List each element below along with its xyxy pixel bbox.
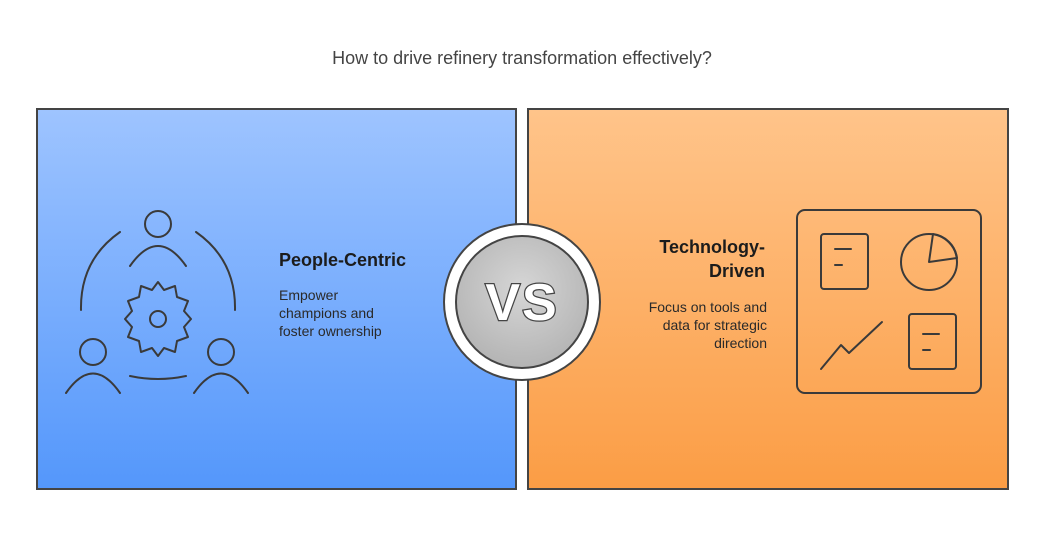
description-line: Focus on tools and — [648, 299, 767, 315]
description-line: Empower — [279, 287, 339, 303]
title-line: Driven — [708, 261, 765, 281]
vs-circle-icon: VS — [443, 223, 601, 381]
vs-label: VS — [485, 274, 558, 332]
people-centric-description: Empower champions and foster ownership — [279, 286, 409, 340]
people-centric-title: People-Centric — [279, 250, 407, 270]
people-gear-icon — [65, 210, 249, 394]
diagram-title: How to drive refinery transformation eff… — [332, 48, 712, 68]
description-line: data for strategic — [662, 317, 767, 333]
technology-driven-panel: Technology- Driven Focus on tools and da… — [527, 108, 1009, 490]
technology-driven-title: Technology- Driven — [615, 235, 765, 283]
vs-badge: VS — [442, 222, 602, 382]
people-centric-panel: People-Centric Empower champions and fos… — [36, 108, 517, 490]
technology-driven-description: Focus on tools and data for strategic di… — [625, 298, 767, 352]
description-line: champions and — [279, 305, 374, 321]
dashboard-icon — [796, 209, 982, 394]
description-line: foster ownership — [279, 323, 382, 339]
description-line: direction — [714, 335, 767, 351]
title-line: Technology- — [659, 237, 765, 257]
